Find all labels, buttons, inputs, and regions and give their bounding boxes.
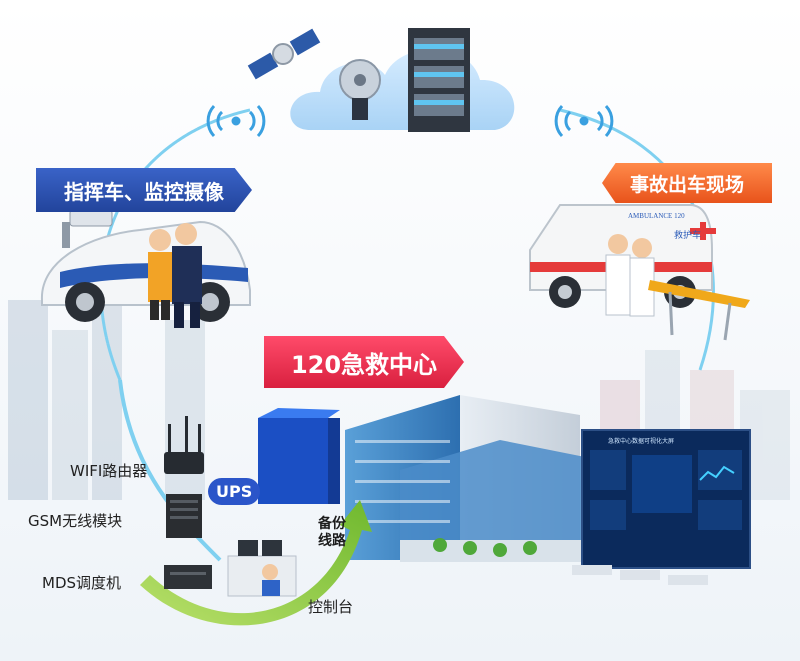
dish-antenna [339, 59, 381, 120]
satellite [247, 28, 321, 80]
cloud-server-rack [408, 28, 470, 132]
firefighter-figure [148, 229, 172, 320]
screen-title: 急救中心数据可视化大屏 [608, 438, 675, 445]
tag-command-vehicle: 指挥车、监控摄像 [36, 168, 252, 212]
trees [433, 538, 537, 557]
wifi-signal-right [554, 104, 614, 138]
backup-line-arrow [140, 500, 372, 626]
label-gsm-module: GSM无线模块 [28, 512, 123, 530]
tag-emergency-center: 120急救中心 [264, 336, 464, 388]
ups-device [258, 408, 340, 504]
wifi-signal-left [206, 104, 266, 138]
police-officer-figure [172, 223, 202, 328]
hospital-building [345, 395, 600, 562]
ambulance-side-text: 救护车 [674, 231, 702, 241]
data-screen [581, 429, 751, 569]
loop-arc-bottom [118, 379, 222, 562]
console-desk [227, 540, 297, 597]
stretcher [648, 280, 750, 341]
tag-accident-scene: 事故出车现场 [602, 163, 772, 203]
label-console: 控制台 [308, 598, 354, 616]
wifi-router-device [164, 416, 204, 474]
operator-desks [572, 565, 708, 585]
label-mds-dispatcher: MDS调度机 [42, 574, 122, 592]
ambulance-brand-text: AMBULANCE 120 [628, 212, 685, 220]
label-ups: UPS [208, 478, 261, 505]
mds-dispatcher-device [164, 565, 212, 589]
label-backup-line: 备份 线路 [318, 516, 346, 549]
label-wifi-router: WIFI路由器 [70, 462, 148, 480]
gsm-module-device [166, 494, 202, 538]
